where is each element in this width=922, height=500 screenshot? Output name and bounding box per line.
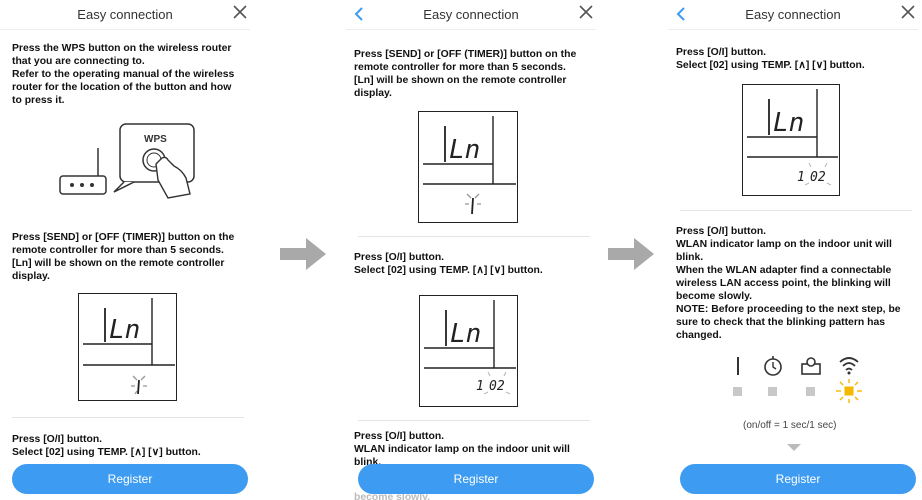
lcd-mode-number: 1 — [476, 379, 484, 394]
step-send: Press [SEND] or [OFF (TIMER)] button on … — [12, 232, 235, 282]
header: Easy connection — [0, 0, 250, 30]
divider — [680, 210, 912, 211]
step-select: Press [O/I] button. Select [02] using TE… — [676, 47, 865, 71]
screen-1: Easy connection Press the WPS button on … — [0, 0, 250, 500]
page-title: Easy connection — [745, 7, 841, 22]
register-button[interactable]: Register — [358, 464, 594, 494]
register-button[interactable]: Register — [680, 464, 916, 494]
step-wlan: Press [O/I] button. WLAN indicator lamp … — [354, 431, 570, 468]
blink-note: (on/off = 1 sec/1 sec) — [743, 420, 837, 431]
step-select: Press [O/I] button. Select [02] using TE… — [12, 434, 201, 458]
lcd-mode-value: 02 — [810, 170, 826, 185]
divider — [12, 417, 244, 418]
arrow-right-icon — [280, 238, 326, 270]
screen-2: Easy connection Press [SEND] or [OFF (TI… — [346, 0, 596, 500]
router-wps-illustration: WPS — [59, 123, 195, 199]
screen-3: Easy connection Press [O/I] button. Sele… — [668, 0, 918, 500]
timer-icon — [764, 356, 782, 376]
step-wlan: Press [O/I] button. WLAN indicator lamp … — [676, 226, 901, 341]
remote-lcd-display: Ln — [418, 111, 518, 223]
back-icon[interactable] — [352, 6, 366, 22]
divider — [358, 420, 590, 421]
close-icon[interactable] — [232, 4, 248, 20]
power-icon — [737, 357, 739, 375]
back-icon[interactable] — [674, 6, 688, 22]
step-wps: Press the WPS button on the wireless rou… — [12, 43, 235, 106]
lcd-text: Ln — [449, 135, 480, 165]
remote-lcd-display: Ln — [78, 293, 177, 401]
arrow-right-icon — [608, 238, 654, 270]
chevron-down-icon — [787, 444, 801, 451]
lcd-mode-number: 1 — [797, 170, 805, 185]
lcd-mode-value: 02 — [489, 379, 505, 394]
remote-lcd-display-02: Ln 1 02 — [419, 295, 518, 407]
step-wlan-cut: become slowly. — [354, 492, 431, 500]
divider — [358, 236, 590, 237]
indicator-lamp — [733, 387, 742, 396]
blinking-lamp — [836, 379, 862, 403]
wps-label: WPS — [144, 134, 167, 145]
header: Easy connection — [668, 0, 918, 30]
header: Easy connection — [346, 0, 596, 30]
lcd-text: Ln — [109, 315, 140, 345]
remote-lcd-display-02: Ln 1 02 — [742, 84, 840, 196]
lcd-text: Ln — [773, 108, 804, 138]
indicator-row — [728, 355, 868, 403]
indicator-lamp — [806, 387, 815, 396]
page-title: Easy connection — [423, 7, 519, 22]
lcd-text: Ln — [450, 319, 481, 349]
close-icon[interactable] — [578, 4, 594, 20]
step-select: Press [O/I] button. Select [02] using TE… — [354, 252, 543, 276]
step-send: Press [SEND] or [OFF (TIMER)] button on … — [354, 49, 577, 99]
user-icon — [801, 357, 821, 375]
page-title: Easy connection — [77, 7, 173, 22]
close-icon[interactable] — [900, 4, 916, 20]
indicator-lamp — [768, 387, 777, 396]
register-button[interactable]: Register — [12, 464, 248, 494]
wifi-icon — [839, 357, 859, 375]
